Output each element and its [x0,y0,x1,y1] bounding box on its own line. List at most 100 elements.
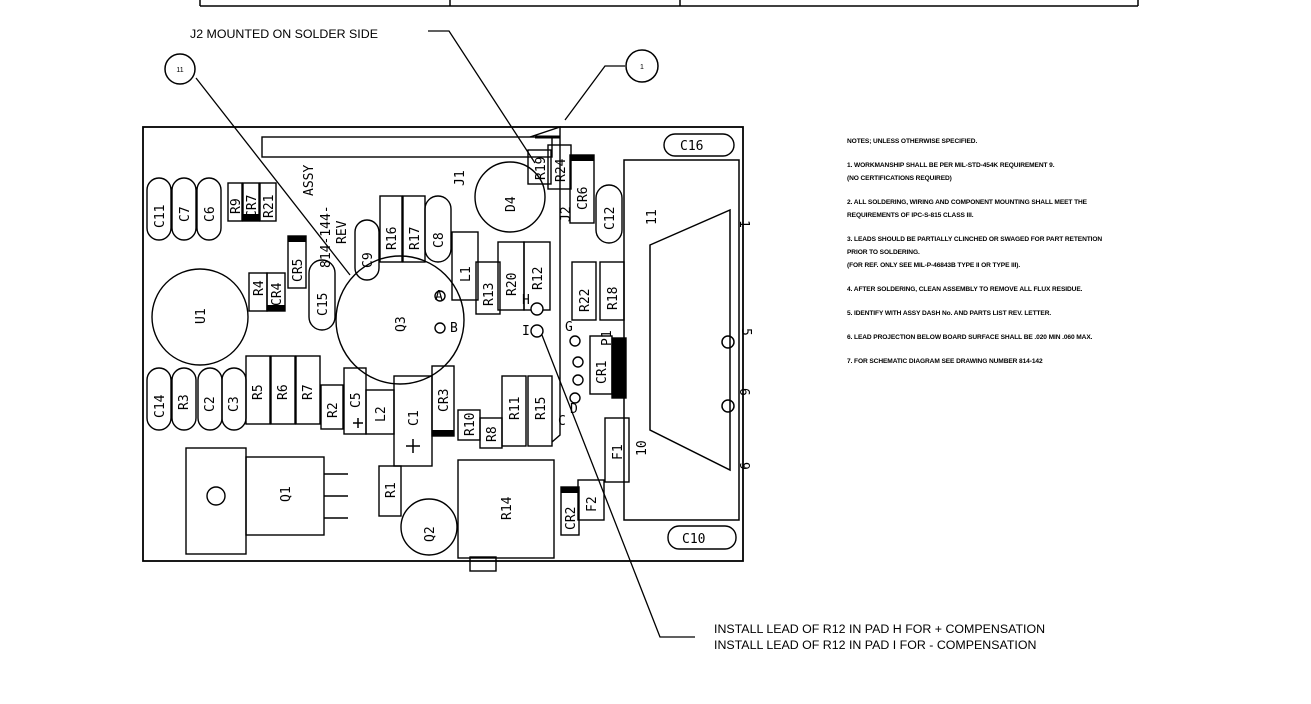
label-r1: R1 [384,482,399,498]
j2-strip [529,126,561,443]
note-1-sub: (NO CERTIFICATIONS REQUIRED) [847,175,952,182]
label-r4: R4 [252,280,267,296]
part-number: 814-144- [319,205,334,268]
label-c11: C11 [153,205,168,228]
r12-pad-leader [539,329,695,638]
label-l1: L1 [459,266,474,282]
label-cr7: CR7 [245,195,260,218]
j2-callout-text: J2 MOUNTED ON SOLDER SIDE [190,27,378,41]
note-2-text: 2. ALL SOLDERING, WIRING AND COMPONENT M… [847,199,1087,206]
assy-label: ASSY [302,165,317,196]
label-r3: R3 [177,394,192,410]
component-bodies [146,133,737,559]
label-cr4: CR4 [270,282,285,306]
balloon-11-text: 11 [176,67,183,74]
note-4: 4. AFTER SOLDERING, CLEAN ASSEMBLY TO RE… [847,286,1083,293]
label-cr6: CR6 [576,187,591,210]
board-outline [142,126,744,562]
label-c3: C3 [227,396,242,412]
note-2-sub: REQUIREMENTS OF IPC-S-815 CLASS III. [847,212,974,219]
label-q2: Q2 [423,526,438,542]
note-6: 6. LEAD PROJECTION BELOW BOARD SURFACE S… [847,334,1093,341]
label-f1: F1 [611,444,626,460]
pin-5: 5 [738,328,753,336]
pin-11: 11 [645,209,660,225]
label-r15: R15 [534,397,549,420]
label-c2: C2 [203,396,218,412]
r14-adjust [469,556,497,572]
label-r20: R20 [505,273,520,296]
note-7: 7. FOR SCHEMATIC DIAGRAM SEE DRAWING NUM… [847,358,1043,365]
pad-g-label: G [565,320,573,335]
pads [434,290,584,404]
pad-a-label: A [435,289,443,304]
label-cr5: CR5 [291,259,306,282]
p1-connector [623,159,740,521]
label-c1: C1 [407,410,422,426]
pin-1: 1 [736,220,751,228]
label-f2: F2 [585,496,600,512]
compensation-minus: INSTALL LEAD OF R12 IN PAD I FOR - COMPE… [714,638,1037,652]
label-r2: R2 [326,402,341,418]
label-c9: C9 [361,252,376,268]
label-r12: R12 [531,267,546,290]
rev-label: REV [335,220,350,244]
note-1-text: 1. WORKMANSHIP SHALL BE PER MIL-STD-454K… [847,162,1055,169]
label-r21: R21 [262,195,277,218]
pad-b-label: B [450,321,458,336]
label-r10: R10 [463,413,478,436]
compensation-plus: INSTALL LEAD OF R12 IN PAD H FOR + COMPE… [714,622,1046,636]
j1-label: J1 [453,170,468,186]
polarity-marks [353,418,420,453]
note-3: 3. LEADS SHOULD BE PARTIALLY CLINCHED OR… [847,236,1302,269]
label-r14: R14 [500,496,515,520]
pin-9: 9 [736,462,751,470]
j2-label: J2 [559,206,574,222]
label-r8: R8 [485,426,500,442]
label-c16: C16 [680,139,703,154]
label-r16: R16 [385,227,400,250]
label-cr1: CR1 [595,361,610,384]
q2-outline [400,498,458,556]
top-connector-slot [261,136,553,158]
label-r6: R6 [276,384,291,400]
label-r7: R7 [301,384,316,400]
label-c15: C15 [316,293,331,316]
pad-d-label: D [570,402,578,417]
label-r13: R13 [482,283,497,306]
label-c5: C5 [349,392,364,408]
q1-regulator [185,447,348,555]
label-r17: R17 [408,227,423,250]
balloon-11: 11 [164,53,196,85]
label-r9: R9 [229,198,244,214]
compensation-notes: INSTALL LEAD OF R12 IN PAD H FOR + COMPE… [714,621,1045,653]
label-c7: C7 [178,206,193,222]
note-1: 1. WORKMANSHIP SHALL BE PER MIL-STD-454K… [847,162,1302,182]
label-cr2: CR2 [564,507,579,530]
label-p1: P1 [600,330,615,346]
notes-header: NOTES; UNLESS OTHERWISE SPECIFIED. [847,138,978,145]
component-labels: C16 C11 C7 C6 R9 CR7 R21 CR5 R4 CR4 C15 … [153,139,705,547]
pad-i-label: I [522,324,530,339]
label-u1: U1 [194,308,209,324]
label-r24: R24 [554,158,569,182]
pad-c-label: C [558,414,566,429]
label-r19: R19 [534,157,549,180]
pin-6: 6 [736,388,751,396]
note-5: 5. IDENTIFY WITH ASSY DASH No. AND PARTS… [847,310,1052,317]
note-3-sub: PRIOR TO SOLDERING. [847,249,920,256]
label-c8: C8 [432,232,447,248]
label-d4: D4 [504,196,519,212]
balloon-1-leader [564,65,625,121]
label-r11: R11 [508,397,523,420]
label-c6: C6 [203,206,218,222]
balloon-1-text: 1 [640,64,644,71]
label-r22: R22 [578,289,593,312]
notes-block: NOTES; UNLESS OTHERWISE SPECIFIED. 1. WO… [847,138,1302,382]
j2-leader [428,30,536,164]
balloon-1: 1 [625,49,659,83]
label-c10: C10 [682,532,705,547]
label-l2: L2 [374,406,389,422]
